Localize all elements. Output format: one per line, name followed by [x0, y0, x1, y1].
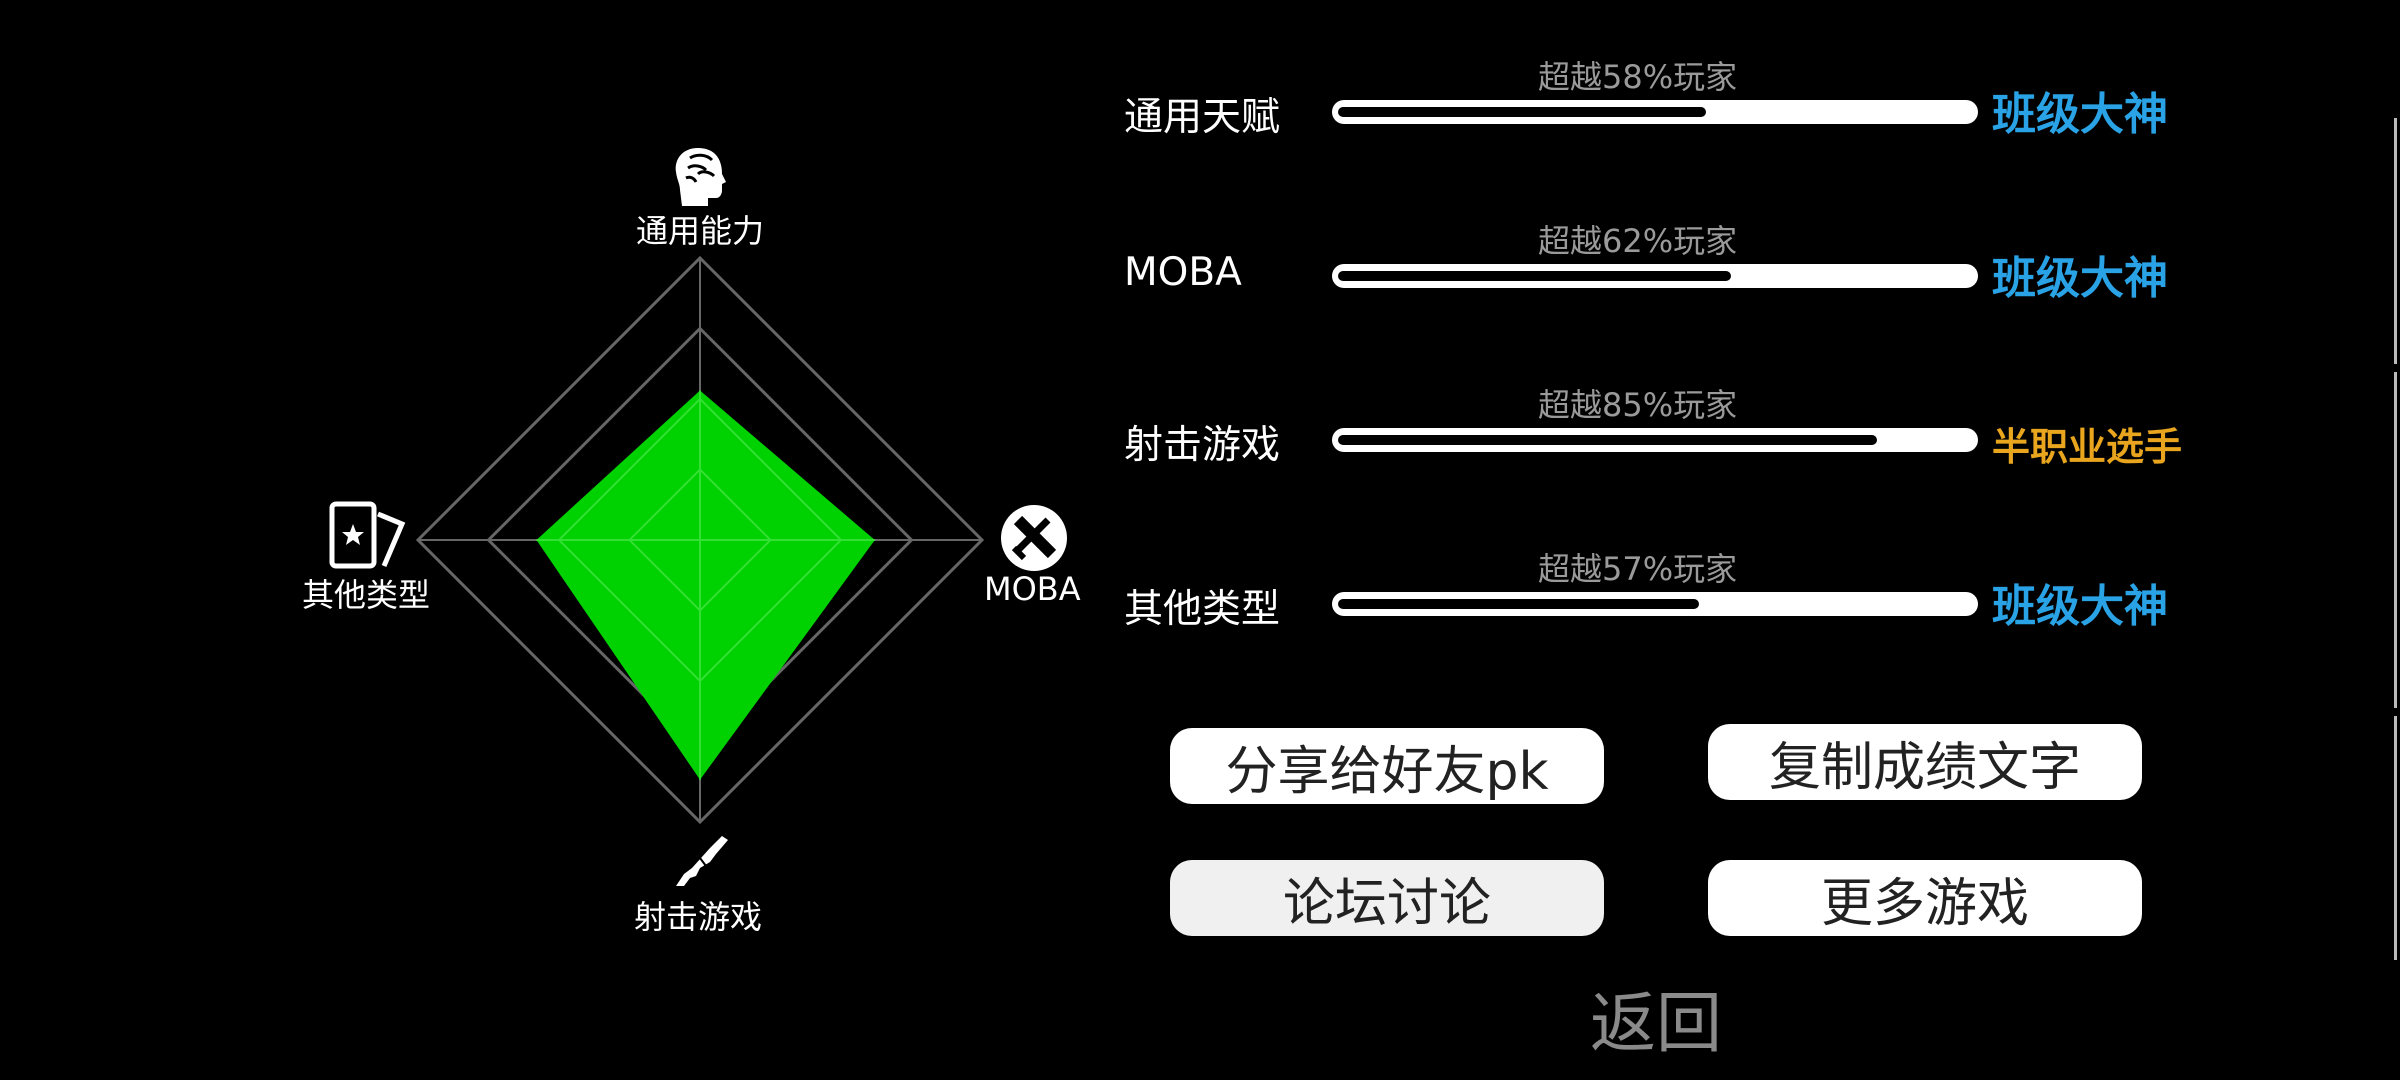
- stat-progress-fill: [1338, 271, 1731, 281]
- axis-label-shooter: 射击游戏: [634, 898, 763, 936]
- stat-rank-title: 班级大神: [1992, 89, 2168, 140]
- stat-percent-text: 超越85%玩家: [1538, 386, 1738, 424]
- stat-rank-title: 班级大神: [1992, 581, 2168, 632]
- stat-row: 超越62%玩家 MOBA 班级大神: [1124, 216, 2184, 336]
- stat-category-name: MOBA: [1124, 250, 1242, 295]
- radar-inner-grid: [536, 390, 875, 780]
- stat-category-name: 其他类型: [1124, 587, 1281, 632]
- radar-value-shape: [536, 390, 875, 780]
- stat-progress-bar: [1332, 264, 1978, 288]
- copy-result-text-button[interactable]: 复制成绩文字: [1708, 724, 2142, 800]
- axis-label-moba: MOBA: [984, 570, 1081, 608]
- back-button[interactable]: 返回: [1590, 985, 1722, 1062]
- edge-divider: [2394, 716, 2397, 960]
- stat-row: 超越57%玩家 其他类型 班级大神: [1124, 544, 2184, 664]
- stat-progress-bar: [1332, 428, 1978, 452]
- stat-percent-text: 超越57%玩家: [1538, 550, 1738, 588]
- stat-percent-text: 超越62%玩家: [1538, 222, 1738, 260]
- more-games-button[interactable]: 更多游戏: [1708, 860, 2142, 936]
- axis-label-other: 其他类型: [302, 576, 431, 614]
- ability-radar-chart: [415, 255, 985, 825]
- stat-progress-fill: [1338, 435, 1877, 445]
- stat-progress-bar: [1332, 592, 1978, 616]
- stat-progress-bar: [1332, 100, 1978, 124]
- stat-rank-title: 半职业选手: [1992, 425, 2183, 469]
- share-to-friend-pk-button[interactable]: 分享给好友pk: [1170, 728, 1604, 804]
- stat-category-name: 通用天赋: [1124, 95, 1281, 140]
- stat-progress-fill: [1338, 107, 1706, 117]
- edge-divider: [2394, 118, 2397, 364]
- rifle-icon: [670, 828, 732, 894]
- stat-category-name: 射击游戏: [1124, 423, 1281, 468]
- card-star-icon: [328, 500, 406, 576]
- crossed-swords-icon: [1000, 504, 1068, 576]
- stat-row: 超越85%玩家 射击游戏 半职业选手: [1124, 380, 2184, 500]
- stat-row: 超越58%玩家 通用天赋 班级大神: [1124, 52, 2184, 172]
- brain-head-icon: [668, 144, 730, 214]
- edge-divider: [2394, 372, 2397, 708]
- stat-percent-text: 超越58%玩家: [1538, 58, 1738, 96]
- axis-label-general: 通用能力: [636, 212, 765, 250]
- stat-progress-fill: [1338, 599, 1699, 609]
- stat-rank-title: 班级大神: [1992, 253, 2168, 304]
- forum-discussion-button[interactable]: 论坛讨论: [1170, 860, 1604, 936]
